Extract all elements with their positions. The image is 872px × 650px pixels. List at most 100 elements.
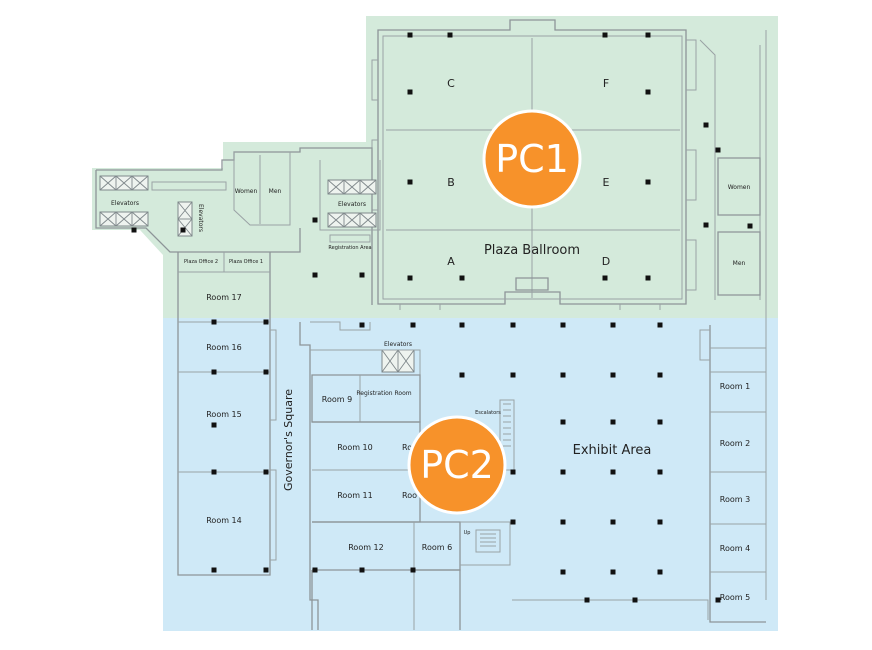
governors-square-label: Governor's Square <box>282 389 295 491</box>
plaza-office-2-label: Plaza Office 2 <box>184 259 218 265</box>
room-11-label: Room 11 <box>337 491 373 500</box>
column-marker <box>560 519 566 525</box>
escalators-label: Escalators <box>475 410 501 416</box>
pc1-marker-label: PC1 <box>495 137 569 181</box>
column-marker <box>560 569 566 575</box>
pc1-marker-circle[interactable] <box>482 109 582 209</box>
column-marker <box>211 369 217 375</box>
column-marker <box>510 469 516 475</box>
column-marker <box>715 597 721 603</box>
column-marker <box>602 32 608 38</box>
pc2-marker[interactable]: PC2 <box>407 415 507 515</box>
column-marker <box>632 597 638 603</box>
column-marker <box>703 222 709 228</box>
room-12-label: Room 12 <box>348 543 384 552</box>
column-marker <box>560 372 566 378</box>
column-marker <box>560 322 566 328</box>
column-marker <box>359 322 365 328</box>
column-marker <box>747 223 753 229</box>
column-marker <box>407 275 413 281</box>
room-17-label: Room 17 <box>206 293 242 302</box>
column-marker <box>407 89 413 95</box>
room-15-label: Room 15 <box>206 410 242 419</box>
column-marker <box>610 372 616 378</box>
column-marker <box>312 272 318 278</box>
column-marker <box>263 369 269 375</box>
column-marker <box>459 372 465 378</box>
room-1-label: Room 1 <box>720 382 750 391</box>
column-marker <box>610 322 616 328</box>
elevators-lower-label: Elevators <box>384 341 412 348</box>
column-marker <box>407 179 413 185</box>
room-9-label: Room 9 <box>322 395 352 404</box>
column-marker <box>703 122 709 128</box>
map-labels: C F B E A D Plaza Ballroom Elevators Ele… <box>111 77 750 602</box>
right-room-column-walls <box>699 325 766 623</box>
section-d-label: D <box>602 255 610 268</box>
column-marker <box>263 319 269 325</box>
registration-room-label: Registration Room <box>356 390 411 397</box>
column-marker <box>312 567 318 573</box>
room-10-label: Room 10 <box>337 443 373 452</box>
registration-area-label: Registration Area <box>328 245 371 251</box>
room-4-label: Room 4 <box>720 544 750 553</box>
column-marker <box>657 469 663 475</box>
section-a-label: A <box>447 255 455 268</box>
pc1-marker[interactable]: PC1 <box>482 109 582 209</box>
room-3-label: Room 3 <box>720 495 750 504</box>
pc2-marker-circle[interactable] <box>407 415 507 515</box>
section-c-label: C <box>447 77 455 90</box>
column-marker <box>312 217 318 223</box>
room-8-partial-label: Roo <box>402 491 417 500</box>
room-16-label: Room 16 <box>206 343 242 352</box>
men-left-label: Men <box>269 188 282 195</box>
right-restroom-walls <box>717 30 767 600</box>
room-2-label: Room 2 <box>720 439 750 448</box>
room-6-label: Room 6 <box>422 543 452 552</box>
column-marker <box>131 227 137 233</box>
column-marker <box>263 469 269 475</box>
column-marker <box>447 32 453 38</box>
column-marker <box>359 567 365 573</box>
plaza-office-1-label: Plaza Office 1 <box>229 259 263 265</box>
column-marker <box>359 272 365 278</box>
column-marker <box>610 519 616 525</box>
column-marker <box>263 567 269 573</box>
column-marker <box>610 419 616 425</box>
column-marker <box>657 372 663 378</box>
column-marker <box>211 567 217 573</box>
column-marker <box>610 569 616 575</box>
column-marker <box>560 419 566 425</box>
elevator-bank-left <box>99 175 149 227</box>
exhibit-area-label: Exhibit Area <box>573 443 652 458</box>
elevators-mid-label: Elevators <box>338 201 366 208</box>
up-label: Up <box>464 530 471 536</box>
upper-left-wing-walls <box>95 147 381 305</box>
pc2-marker-label: PC2 <box>420 443 494 487</box>
elevator-bank-mid <box>327 179 377 228</box>
column-marker <box>407 32 413 38</box>
column-marker <box>584 597 590 603</box>
column-marker <box>657 419 663 425</box>
room-5-label: Room 5 <box>720 593 750 602</box>
column-marker <box>602 275 608 281</box>
column-marker <box>410 322 416 328</box>
left-room-column-walls <box>177 252 277 576</box>
column-marker <box>410 567 416 573</box>
column-marker <box>645 275 651 281</box>
elevator-bank-lower <box>381 349 415 373</box>
column-marker <box>211 319 217 325</box>
elevators-left-label: Elevators <box>111 200 139 207</box>
column-marker <box>211 422 217 428</box>
women-right-label: Women <box>728 184 751 191</box>
column-marker <box>510 322 516 328</box>
plaza-ballroom-label: Plaza Ballroom <box>484 243 580 258</box>
column-marker <box>645 89 651 95</box>
column-marker <box>657 322 663 328</box>
column-marker <box>180 227 186 233</box>
column-marker <box>645 32 651 38</box>
column-marker <box>560 469 566 475</box>
room-7-partial-label: Ro <box>402 443 412 452</box>
column-marker <box>657 569 663 575</box>
